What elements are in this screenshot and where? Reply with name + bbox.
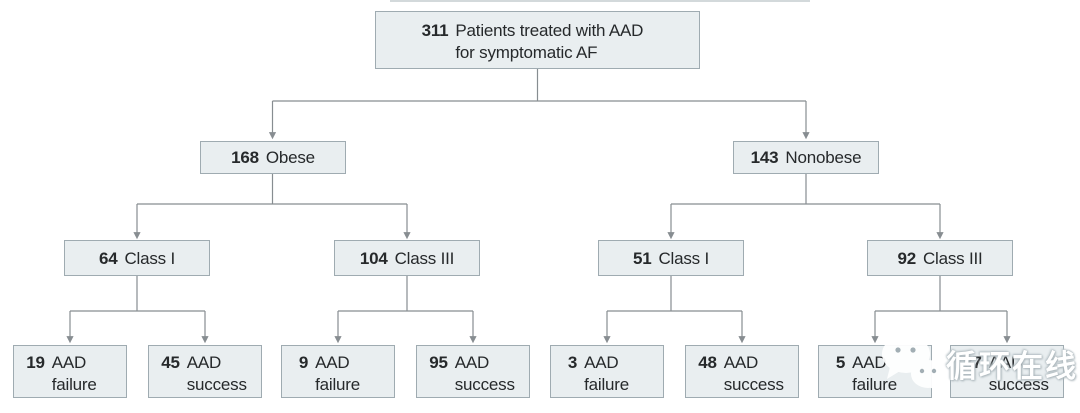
node-label: AAD failure	[584, 353, 630, 394]
node-nonobese: 143 Nonobese	[733, 141, 879, 174]
node-obese: 168 Obese	[200, 141, 346, 174]
node-root: 311 Patients treated with AAD for sympto…	[375, 11, 700, 69]
node-nonobese-label: Nonobese	[785, 148, 862, 167]
node-label: Class I	[658, 248, 710, 268]
node-count: 19	[26, 353, 45, 372]
node-nonobese-class1: 51 Class I	[598, 240, 744, 276]
node-nonobese-class3-success: 87 AAD success	[950, 345, 1064, 398]
node-count: 64	[98, 248, 118, 268]
node-count: 51	[632, 248, 652, 268]
node-root-label: Patients treated with AAD for symptomati…	[455, 21, 644, 62]
node-label: AAD success	[454, 353, 515, 394]
watermark-text: 循环在线	[946, 349, 1078, 384]
node-count: 104	[359, 248, 388, 268]
node-obese-class1-success: 45 AAD success	[148, 345, 262, 398]
node-count: 48	[698, 353, 717, 372]
node-label: AAD success	[988, 353, 1049, 394]
node-label: Class III	[922, 248, 983, 268]
node-obese-class1-failure: 19 AAD failure	[13, 345, 127, 398]
node-label: Class III	[394, 248, 455, 268]
node-root-count: 311	[421, 21, 449, 40]
node-label: AAD success	[723, 353, 784, 394]
node-obese-class3-failure: 9 AAD failure	[281, 345, 395, 398]
node-label: AAD success	[186, 353, 247, 394]
node-nonobese-class3: 92 Class III	[867, 240, 1013, 276]
node-nonobese-count: 143	[750, 148, 779, 167]
node-label: AAD failure	[852, 353, 898, 394]
node-count: 45	[161, 353, 180, 372]
node-nonobese-class1-failure: 3 AAD failure	[550, 345, 664, 398]
top-edge-artifact	[390, 0, 810, 2]
node-count: 3	[567, 353, 578, 372]
node-obese-label: Obese	[265, 148, 315, 167]
node-label: AAD failure	[51, 353, 97, 394]
node-count: 92	[897, 248, 916, 268]
node-obese-class1: 64 Class I	[64, 240, 210, 276]
node-label: Class I	[124, 248, 176, 268]
wechat-icon	[882, 335, 945, 391]
node-count: 87	[963, 353, 982, 372]
node-count: 95	[429, 353, 448, 372]
node-count: 9	[298, 353, 309, 372]
node-obese-class3: 104 Class III	[334, 240, 480, 276]
watermark: 循环在线	[880, 333, 1078, 391]
node-label: AAD failure	[315, 353, 361, 394]
node-count: 5	[835, 353, 846, 372]
node-obese-class3-success: 95 AAD success	[416, 345, 530, 398]
node-obese-count: 168	[231, 148, 259, 167]
node-nonobese-class1-success: 48 AAD success	[685, 345, 799, 398]
